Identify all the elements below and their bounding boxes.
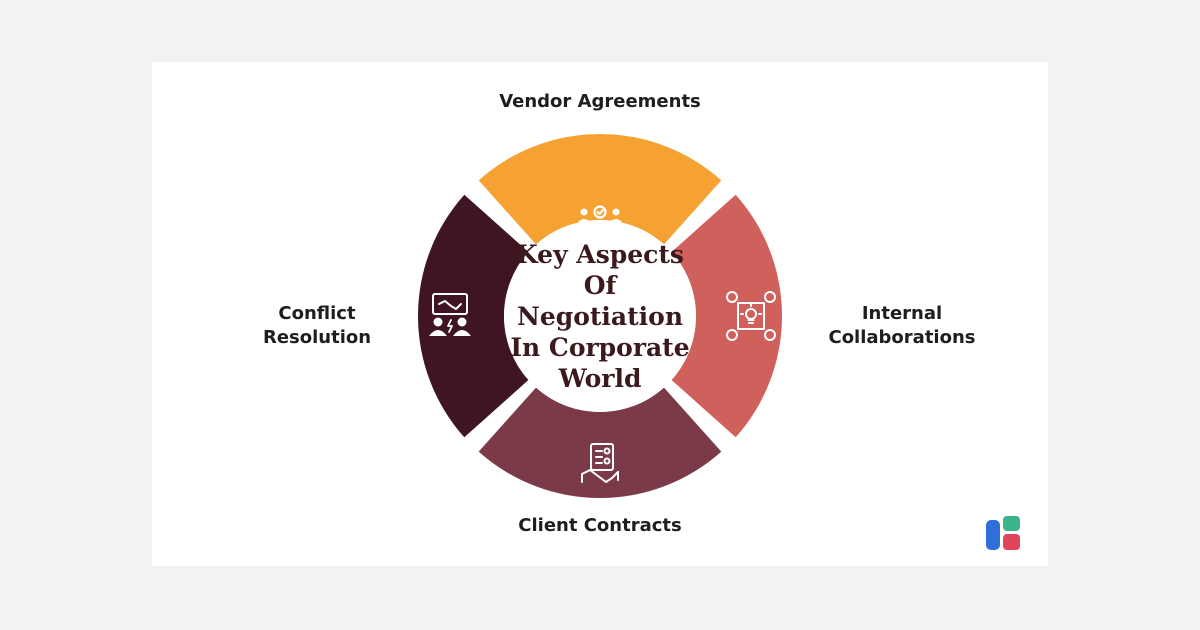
logo-block-green [1003, 516, 1020, 531]
label-client-contracts: Client Contracts [518, 515, 682, 536]
handshake-agreement-icon [576, 205, 624, 246]
brand-logo [986, 516, 1020, 550]
segment-client-contracts [478, 387, 722, 498]
label-conflict-resolution: Conflict Resolution [262, 303, 372, 348]
lightbulb-network-icon [726, 291, 776, 341]
logo-block-red [1003, 534, 1020, 550]
label-vendor-agreements: Vendor Agreements [499, 91, 701, 112]
segment-vendor-agreements [478, 134, 722, 245]
conflict-resolution-icon [429, 293, 471, 336]
segment-conflict-resolution [417, 194, 529, 438]
diagram-card: Vendor Agreements Internal Collaboration… [152, 62, 1048, 566]
logo-bar-blue [986, 520, 1000, 550]
label-internal-collaborations: Internal Collaborations [828, 303, 976, 348]
contract-handshake-icon [581, 443, 619, 483]
center-circle [504, 220, 696, 412]
center-title: Key Aspects Of Negotiation In Corporate … [510, 239, 690, 393]
cycle-diagram [417, 134, 782, 498]
ring [417, 134, 782, 498]
segment-internal-collaborations [671, 194, 782, 438]
